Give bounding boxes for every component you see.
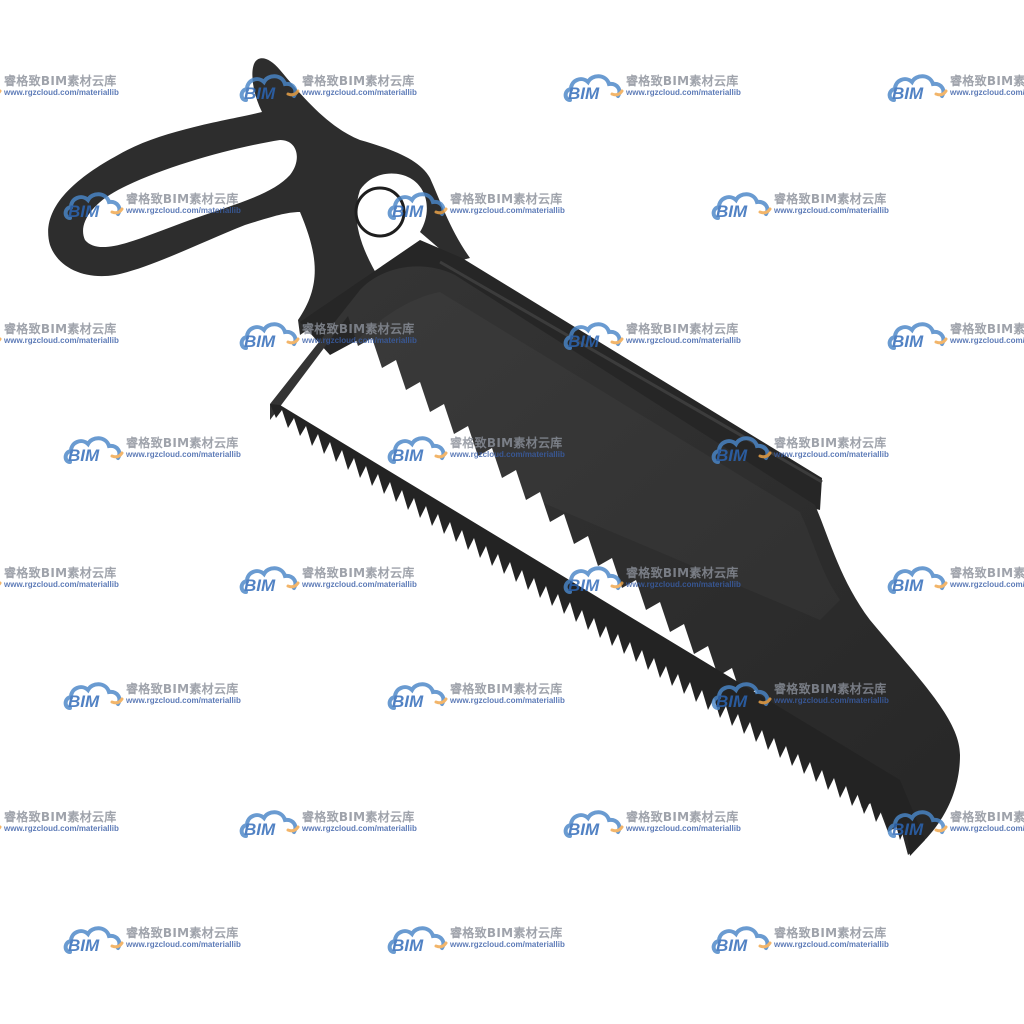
saw-handle [48, 58, 470, 336]
handle-grip-hole [83, 140, 297, 248]
saw-teeth [270, 404, 925, 856]
saw-blade [270, 266, 960, 856]
